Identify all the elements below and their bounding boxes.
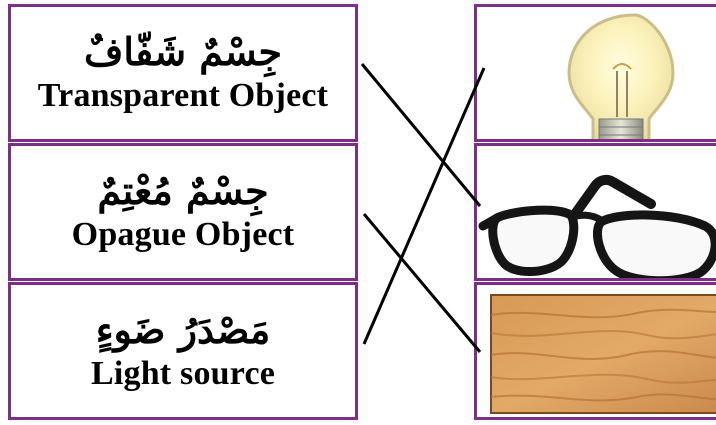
light-bulb-icon [567,13,675,139]
wood-board-icon [490,294,716,414]
terms-column: جِسْمٌ شَفّافٌ Transparent Object جِسْمٌ… [8,4,358,420]
term-arabic: جِسْمٌ مُعْتِمٌ [97,168,269,214]
connector-line [360,63,482,207]
term-english: Transparent Object [37,77,329,115]
eyeglasses-icon [478,174,716,278]
term-english: Light source [90,355,276,393]
term-card-opaque[interactable]: جِسْمٌ مُعْتِمٌ Opague Object [8,143,358,281]
term-english: Opague Object [71,216,295,254]
connector-line [362,67,486,345]
picture-card-light-bulb[interactable] [474,4,716,142]
connector-line [362,213,482,353]
picture-card-wood[interactable] [474,282,716,420]
term-card-light-source[interactable]: مَصْدَرُ ضَوءٍ Light source [8,282,358,420]
pictures-column [474,4,716,420]
picture-card-eyeglasses[interactable] [474,143,716,281]
term-arabic: مَصْدَرُ ضَوءٍ [95,307,271,353]
term-arabic: جِسْمٌ شَفّافٌ [84,29,282,75]
term-card-transparent[interactable]: جِسْمٌ شَفّافٌ Transparent Object [8,4,358,142]
